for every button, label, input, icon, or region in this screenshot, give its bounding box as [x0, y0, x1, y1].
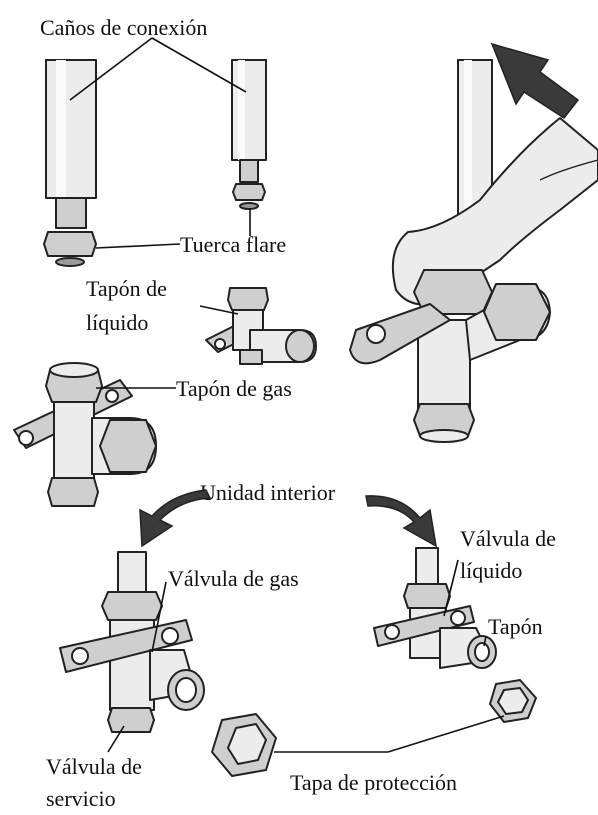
label-service-valve-line1: Válvula de: [46, 754, 142, 779]
wrench-assembly: [350, 44, 598, 442]
label-flare-nut: Tuerca flare: [180, 232, 286, 257]
leader-cap-right: [388, 716, 504, 752]
leader-flare-nut: [96, 244, 180, 248]
protection-cap-large: [212, 714, 276, 776]
rotation-arrow-icon: [492, 44, 578, 118]
label-liquid-plug-line2: líquido: [86, 310, 148, 335]
label-liquid-valve-line1: Válvula de: [460, 526, 556, 551]
label-service-valve-line2: servicio: [46, 786, 116, 811]
label-plug: Tapón: [488, 614, 543, 639]
label-protection-cap: Tapa de protección: [290, 770, 457, 795]
right-pipe: [232, 60, 266, 209]
arrow-left-icon: [140, 490, 210, 546]
label-connection-pipes: Caños de conexión: [40, 15, 207, 40]
arrow-right-icon: [366, 496, 436, 546]
liquid-plug-fitting: [206, 288, 316, 364]
label-indoor-unit: Unidad interior: [200, 480, 336, 505]
left-pipe: [44, 60, 96, 266]
label-gas-plug: Tapón de gas: [176, 376, 292, 401]
gas-plug-fitting: [14, 363, 156, 506]
label-liquid-plug-line1: Tapón de: [86, 276, 167, 301]
label-gas-valve: Válvula de gas: [168, 566, 299, 591]
protection-cap-small: [490, 680, 536, 722]
label-liquid-valve-line2: líquido: [460, 558, 522, 583]
